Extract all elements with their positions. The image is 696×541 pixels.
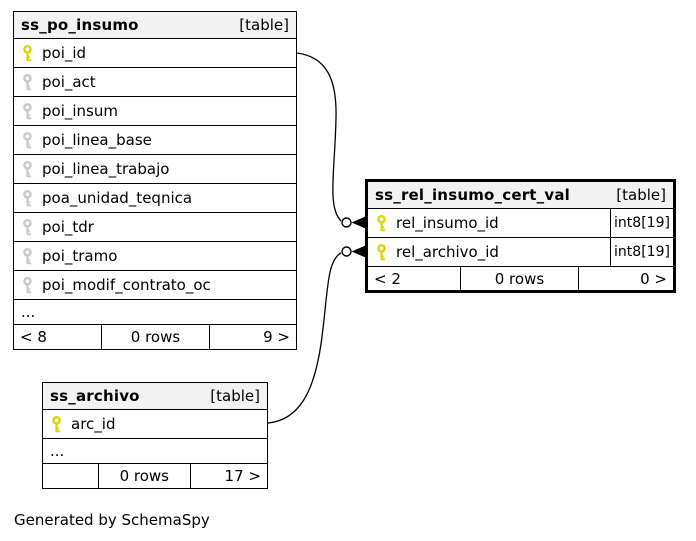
column-name: poi_id: [42, 44, 87, 62]
column-row: poi_tramo: [14, 241, 296, 270]
key-icon: [23, 218, 32, 235]
key-icon: [23, 276, 32, 293]
table-footer: < 8 0 rows 9 >: [14, 324, 296, 349]
column-type: int8[19]: [610, 209, 673, 237]
table-header: ss_po_insumo [table]: [14, 12, 296, 38]
relationship-line-arc-id: [267, 252, 342, 424]
table-badge: [table]: [616, 186, 666, 204]
more-columns-ellipsis: ...: [14, 299, 296, 324]
column-name: poi_tramo: [42, 247, 118, 265]
footer-parents-count: < 2: [374, 269, 401, 288]
footer-children-count: 17 >: [189, 464, 267, 488]
zero-cardinality-circle-icon: [341, 246, 352, 257]
crow-foot-arrow-icon: [351, 245, 366, 258]
column-name: poi_modif_contrato_oc: [42, 276, 211, 294]
column-row: poi_linea_base: [14, 125, 296, 154]
table-title[interactable]: ss_po_insumo: [21, 16, 139, 34]
column-name: rel_insumo_id: [396, 214, 499, 232]
column-row: poi_act: [14, 67, 296, 96]
primary-key-icon: [377, 214, 386, 231]
key-icon: [23, 73, 32, 90]
column-row: poi_insum: [14, 96, 296, 125]
key-icon: [23, 131, 32, 148]
column-row: arc_id: [43, 409, 267, 438]
table-ss-archivo: ss_archivo [table] arc_id ... 0 rows 17 …: [42, 382, 268, 489]
column-name: rel_archivo_id: [396, 243, 499, 261]
column-row: poi_linea_trabajo: [14, 154, 296, 183]
footer-parents-count: < 8: [20, 328, 47, 346]
primary-key-icon: [23, 44, 32, 61]
footer-row-count: 0 rows: [459, 267, 579, 290]
footer-children-count: 0 >: [578, 267, 673, 290]
table-badge: [table]: [210, 387, 260, 405]
primary-key-icon: [52, 415, 61, 432]
column-row: rel_archivo_id int8[19]: [368, 237, 673, 266]
column-row: poi_tdr: [14, 212, 296, 241]
column-name: poi_tdr: [42, 218, 94, 236]
footer-parents-count: [43, 464, 98, 488]
table-header: ss_archivo [table]: [43, 383, 267, 409]
key-icon: [23, 102, 32, 119]
key-icon: [23, 189, 32, 206]
relationship-line-poi-id: [296, 52, 342, 222]
primary-key-icon: [377, 243, 386, 260]
column-row: poi_id: [14, 38, 296, 67]
column-name: poa_unidad_teqnica: [42, 189, 193, 207]
table-footer: 0 rows 17 >: [43, 463, 267, 488]
table-ss-rel-insumo-cert-val: ss_rel_insumo_cert_val [table] rel_insum…: [365, 179, 676, 293]
column-row: poa_unidad_teqnica: [14, 183, 296, 212]
column-name: arc_id: [71, 415, 116, 433]
column-type: int8[19]: [610, 238, 673, 266]
column-row: rel_insumo_id int8[19]: [368, 208, 673, 237]
table-ss-po-insumo: ss_po_insumo [table] poi_id poi_act poi_…: [13, 11, 297, 350]
column-row: poi_modif_contrato_oc: [14, 270, 296, 299]
crow-foot-arrow-icon: [351, 216, 366, 229]
table-title[interactable]: ss_rel_insumo_cert_val: [375, 186, 571, 204]
table-footer: < 2 0 rows 0 >: [368, 266, 673, 290]
generated-by-note: Generated by SchemaSpy: [14, 511, 210, 529]
zero-cardinality-circle-icon: [341, 217, 352, 228]
table-title[interactable]: ss_archivo: [50, 387, 140, 405]
key-icon: [23, 247, 32, 264]
column-name: poi_insum: [42, 102, 118, 120]
column-name: poi_act: [42, 73, 96, 91]
more-columns-ellipsis: ...: [43, 438, 267, 463]
table-header: ss_rel_insumo_cert_val [table]: [368, 182, 673, 208]
table-badge: [table]: [239, 16, 289, 34]
footer-children-count: 9 >: [208, 325, 296, 349]
key-icon: [23, 160, 32, 177]
column-name: poi_linea_trabajo: [42, 160, 170, 178]
column-name: poi_linea_base: [42, 131, 152, 149]
footer-row-count: 0 rows: [97, 464, 190, 488]
footer-row-count: 0 rows: [101, 325, 208, 349]
